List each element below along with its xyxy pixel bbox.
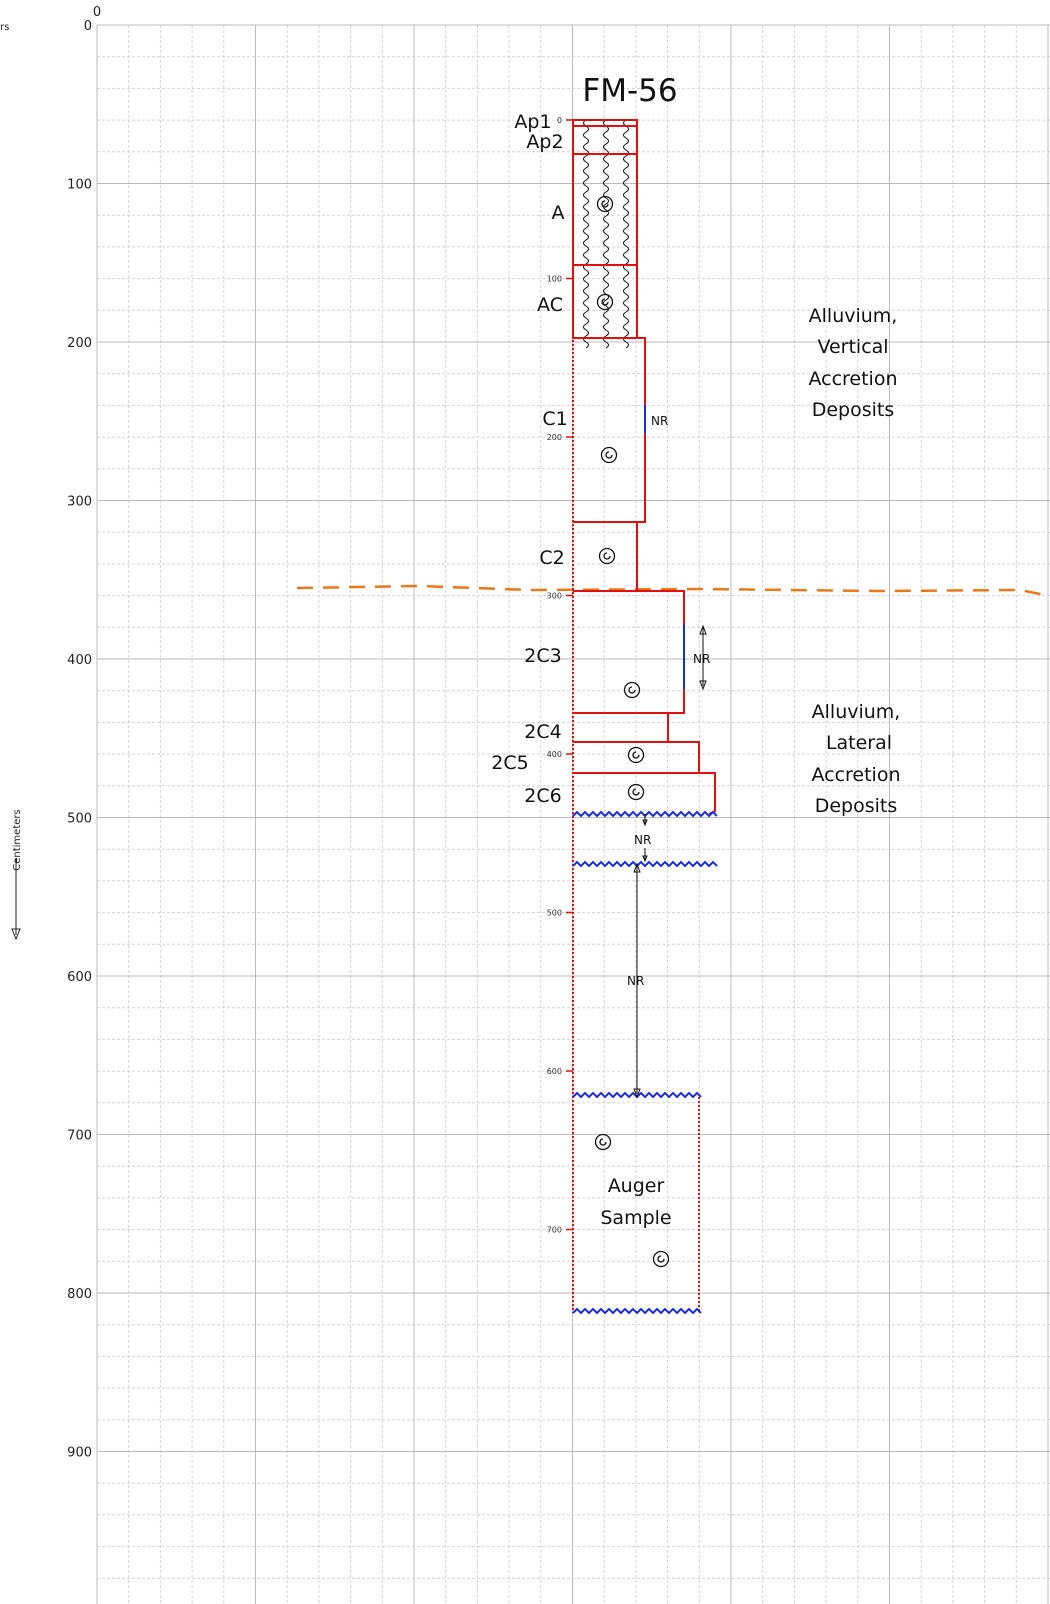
upper-deposit-line-3: Accretion <box>808 368 897 390</box>
scale-label-300: 300 <box>547 592 562 601</box>
axis-arrow-head <box>11 928 21 941</box>
spiral-inner-4 <box>603 552 611 560</box>
horizon-labels: Ap1 Ap2 A AC C1 C2 2C3 2C4 2C5 2C6 <box>491 111 567 807</box>
scale-label-500: 500 <box>547 909 562 918</box>
profile-title: FM-56 <box>582 73 677 109</box>
axis-tick-label-0: 0 <box>84 19 92 34</box>
spiral-inner-6 <box>632 751 640 759</box>
horizon-label-2c6: 2C6 <box>524 785 561 807</box>
texture-wavy-line <box>583 119 589 349</box>
axis-tick-label-500: 500 <box>67 812 92 827</box>
axis-tick-label-200: 200 <box>67 336 92 351</box>
axis-tick-label-100: 100 <box>67 178 92 193</box>
texture-wavy-line <box>603 119 609 349</box>
spiral-outer-4 <box>598 547 616 565</box>
upper-deposit-line-1: Alluvium, <box>809 305 898 327</box>
box-c1 <box>573 337 646 523</box>
horizon-label-2c5: 2C5 <box>491 752 528 774</box>
horizon-label-c1: C1 <box>542 408 567 430</box>
auger-label-line-2: Sample <box>600 1207 671 1229</box>
nr-arrowhead-small-bottom <box>642 855 648 863</box>
axis-top-tick: 0 <box>93 5 101 20</box>
nr-label-long: NR <box>627 974 644 988</box>
horizon-label-ac: AC <box>537 294 563 316</box>
horizon-label-ap1: Ap1 <box>514 111 551 133</box>
scale-label-400: 400 <box>547 750 562 759</box>
nr-label-2c3: NR <box>693 652 710 666</box>
unconformity-line-4 <box>572 1307 702 1315</box>
axis-tick-label-700: 700 <box>67 1129 92 1144</box>
axis-tick-label-400: 400 <box>67 653 92 668</box>
left-axis: rs 0 01002003004005006007008009001000 Ce… <box>0 5 101 1461</box>
upper-deposit-line-2: Vertical <box>817 336 888 358</box>
nr-arrowhead-small-top <box>642 819 648 827</box>
deposit-labels: Alluvium, Vertical Accretion Deposits Al… <box>600 305 900 1229</box>
stratigraphic-contact-line <box>296 584 1050 598</box>
nr-arrowhead-down <box>699 680 707 691</box>
horizon-label-ap2: Ap2 <box>526 131 563 153</box>
nr-arrowhead-up <box>699 624 707 635</box>
spiral-inner-5 <box>628 686 636 694</box>
nr-arrowhead-long-up <box>633 862 641 873</box>
corner-label: rs <box>0 22 9 33</box>
axis-tick-label-300: 300 <box>67 495 92 510</box>
texture-wavy-line <box>623 119 629 349</box>
lower-deposit-line-1: Alluvium, <box>812 701 901 723</box>
lower-deposit-line-2: Lateral <box>826 732 892 754</box>
scale-label-100: 100 <box>547 275 562 284</box>
profile-depth-scale: 0 100 200 300 400 500 600 700 <box>547 116 573 1235</box>
unconformity-lines <box>572 810 718 1315</box>
spiral-inner-3 <box>605 451 613 459</box>
not-recovered-markers: NR NR NR NR <box>627 405 710 1099</box>
axis-label: Centimeters <box>12 809 23 870</box>
spiral-inner-7 <box>632 788 640 796</box>
axis-tick-label-600: 600 <box>67 970 92 985</box>
spiral-outer-9 <box>652 1250 670 1268</box>
scale-label-200: 200 <box>547 433 562 442</box>
nr-label-c1: NR <box>651 414 668 428</box>
auger-label-line-1: Auger <box>608 1175 665 1197</box>
box-ac <box>572 264 638 339</box>
organic-spiral-symbols <box>594 195 670 1268</box>
axis-tick-label-800: 800 <box>67 1287 92 1302</box>
texture-pattern <box>583 119 629 349</box>
scale-label-0: 0 <box>557 116 562 125</box>
unconformity-line-2 <box>572 860 718 868</box>
spiral-outer-1 <box>596 195 614 213</box>
spiral-outer-2 <box>596 293 614 311</box>
spiral-outer-7 <box>627 783 645 801</box>
lower-deposit-line-3: Accretion <box>811 764 900 786</box>
horizon-label-a: A <box>552 202 565 224</box>
spiral-inner-8 <box>599 1138 607 1146</box>
nr-label-gap: NR <box>634 833 651 847</box>
box-2c4 <box>573 713 669 743</box>
horizon-label-2c4: 2C4 <box>524 721 561 743</box>
scale-label-600: 600 <box>547 1067 562 1076</box>
scale-label-700: 700 <box>547 1226 562 1235</box>
spiral-outer-3 <box>600 446 618 464</box>
spiral-inner-1 <box>601 200 609 208</box>
spiral-inner-2 <box>601 298 609 306</box>
horizon-label-c2: C2 <box>539 547 564 569</box>
upper-deposit-line-4: Deposits <box>812 399 895 421</box>
spiral-outer-6 <box>627 746 645 764</box>
axis-tick-labels: 01002003004005006007008009001000 <box>67 19 92 1461</box>
horizon-label-2c3: 2C3 <box>524 645 561 667</box>
axis-tick-label-900: 900 <box>67 1446 92 1461</box>
spiral-outer-8 <box>594 1133 612 1151</box>
spiral-outer-5 <box>623 681 641 699</box>
horizon-boxes <box>572 119 716 815</box>
lower-deposit-line-4: Deposits <box>815 795 898 817</box>
nr-arrowhead-long-down <box>633 1088 641 1099</box>
spiral-inner-9 <box>657 1255 665 1263</box>
